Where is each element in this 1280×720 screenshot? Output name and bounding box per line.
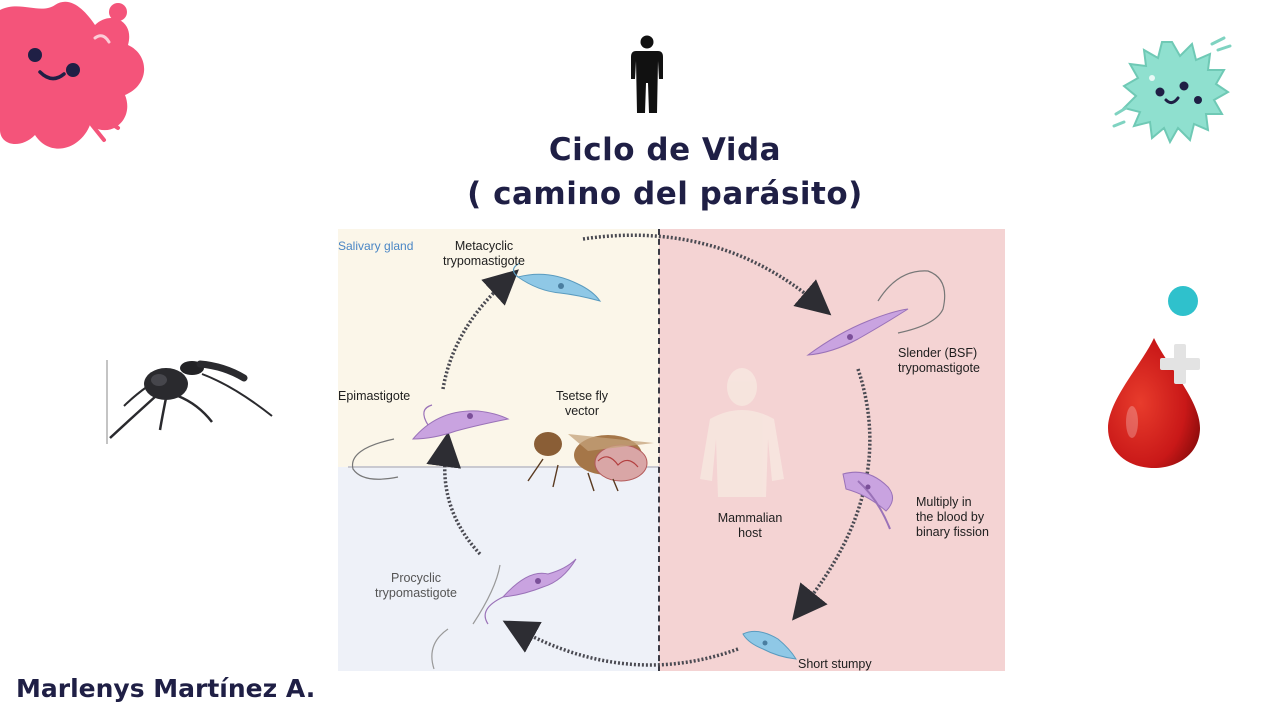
tsetse-label-line2: vector: [564, 404, 600, 418]
slender-label-line1: Slender (BSF): [898, 346, 978, 360]
pink-microbe-icon: [0, 0, 160, 160]
mammal-label: Mammalian host: [700, 511, 800, 541]
tsetse-label-line1: Tsetse fly: [555, 389, 609, 403]
multiply-label-line1: Multiply in: [916, 495, 972, 509]
stumpy-label: Short stumpy: [798, 657, 872, 671]
multiply-label-line3: binary fission: [916, 525, 989, 539]
procyclic-label-line1: Procyclic: [390, 571, 441, 585]
person-icon: [628, 35, 666, 115]
metacyclic-label-line2: trypomastigote: [443, 254, 525, 268]
multiply-label: Multiply in the blood by binary fission: [916, 495, 989, 540]
procyclic-label-line2: trypomastigote: [375, 586, 457, 600]
epimastigote-label: Epimastigote: [338, 389, 411, 403]
multiply-label-line2: the blood by: [916, 510, 985, 524]
slender-parasite: [806, 270, 946, 356]
slide-subtitle: ( camino del parásito): [467, 176, 863, 212]
vertical-divider: [658, 229, 660, 671]
tsetse-fly-diagram-icon: [527, 432, 654, 492]
salivary-gland-region: [338, 229, 659, 467]
midgut-region: [338, 467, 659, 671]
slender-label-line2: trypomastigote: [898, 361, 980, 375]
mammal-label-line2: host: [738, 526, 762, 540]
teal-dot: [1168, 286, 1198, 316]
life-cycle-diagram: Salivary gland Metacyclic trypomastigote…: [338, 229, 1005, 671]
tsetse-label: Tsetse fly vector: [542, 389, 622, 419]
dividing-parasite: [842, 471, 893, 530]
author-name: Marlenys Martínez A.: [16, 674, 316, 703]
slide-title: Ciclo de Vida: [548, 132, 782, 168]
tsetse-fly-icon: [104, 356, 276, 448]
slender-label: Slender (BSF) trypomastigote: [898, 346, 980, 376]
metacyclic-label: Metacyclic trypomastigote: [434, 239, 534, 269]
metacyclic-parasite: [512, 262, 602, 302]
cycle-arrows: [351, 233, 946, 670]
mammal-label-line1: Mammalian: [717, 511, 783, 525]
procyclic-label: Procyclic trypomastigote: [356, 571, 476, 601]
metacyclic-label-line1: Metacyclic: [454, 239, 514, 253]
epimastigote-parasite: [351, 404, 510, 480]
salivary-gland-label: Salivary gland: [338, 239, 414, 253]
blood-drop-icon: [1104, 334, 1204, 470]
procyclic-parasite: [431, 558, 577, 670]
mammal-host-figure: [700, 368, 784, 497]
stumpy-parasite: [742, 630, 797, 660]
green-virus-icon: [1112, 34, 1234, 146]
horizontal-divider: [348, 466, 659, 468]
